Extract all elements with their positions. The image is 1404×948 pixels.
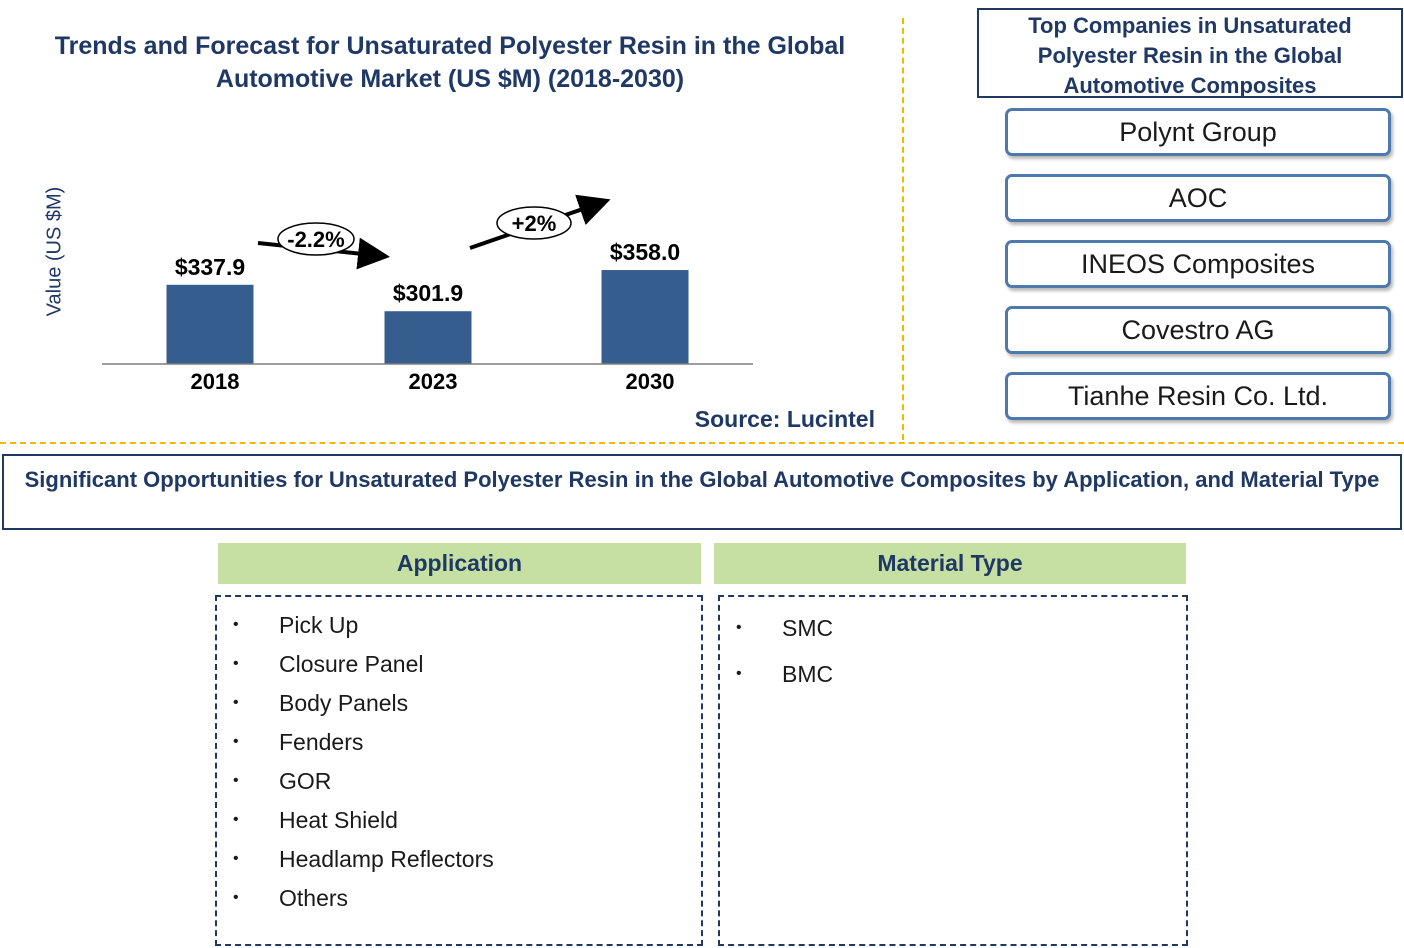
vertical-divider — [902, 18, 904, 440]
bullet-icon: • — [233, 616, 239, 633]
company-box-tianhe: Tianhe Resin Co. Ltd. — [1005, 372, 1391, 420]
application-item-label: GOR — [279, 768, 332, 794]
application-item-label: Body Panels — [279, 690, 409, 716]
material-type-heading: Material Type — [714, 543, 1186, 584]
bar-2018 — [166, 284, 254, 364]
company-box-ineos: INEOS Composites — [1005, 240, 1391, 288]
material-type-item: • SMC — [720, 613, 1186, 659]
growth-bubble-2018-2023 — [277, 222, 355, 256]
bar-chart: $337.9 2018 $301.9 2023 $358.0 2030 -2.2% +2% — [102, 194, 753, 394]
horizontal-divider — [0, 442, 1404, 444]
bullet-icon: • — [233, 694, 239, 711]
bullet-icon: • — [233, 811, 239, 828]
material-type-item-label: BMC — [782, 661, 834, 687]
application-box: • Pick Up • Closure Panel • Body Panels • Fende… — [215, 595, 703, 946]
application-item-label: Closure Panel — [279, 651, 424, 677]
application-item: • Heat Shield — [217, 805, 701, 844]
opportunities-title: Significant Opportunities for Unsaturate… — [2, 454, 1402, 530]
application-item: • Headlamp Reflectors — [217, 844, 701, 883]
value-label-2023: $301.9 — [393, 280, 463, 306]
chart-title: Trends and Forecast for Unsaturated Poly… — [54, 32, 846, 93]
material-type-box: • SMC • BMC — [718, 595, 1188, 946]
x-tick-label-2018: 2018 — [191, 369, 240, 394]
application-item: • Fenders — [217, 727, 701, 766]
application-item: • Closure Panel — [217, 649, 701, 688]
growth-bubble-2023-2030 — [496, 206, 572, 240]
application-item: • Others — [217, 883, 701, 922]
bullet-icon: • — [736, 619, 742, 636]
value-label-2018: $337.9 — [175, 254, 245, 280]
company-box-polynt: Polynt Group — [1005, 108, 1391, 156]
application-list: • Pick Up • Closure Panel • Body Panels • Fende… — [217, 610, 701, 922]
bullet-icon: • — [233, 850, 239, 867]
bar-2030 — [601, 270, 689, 364]
companies-title: Top Companies in Unsaturated Polyester R… — [977, 8, 1403, 98]
application-item: • Body Panels — [217, 688, 701, 727]
x-tick-label-2030: 2030 — [626, 369, 675, 394]
source-label: Source: Lucintel — [694, 406, 875, 432]
application-item: • Pick Up — [217, 610, 701, 649]
material-type-list: • SMC • BMC — [720, 613, 1186, 705]
value-label-2030: $358.0 — [610, 239, 680, 265]
material-type-item: • BMC — [720, 659, 1186, 705]
application-item-label: Fenders — [279, 729, 364, 755]
growth-label-2023-2030: +2% — [512, 211, 557, 236]
application-heading: Application — [218, 543, 701, 584]
bullet-icon: • — [233, 889, 239, 906]
company-box-covestro: Covestro AG — [1005, 306, 1391, 354]
application-item: • GOR — [217, 766, 701, 805]
company-box-aoc: AOC — [1005, 174, 1391, 222]
application-item-label: Pick Up — [279, 612, 359, 638]
material-type-item-label: SMC — [782, 615, 834, 641]
bullet-icon: • — [736, 665, 742, 682]
bullet-icon: • — [233, 772, 239, 789]
x-tick-label-2023: 2023 — [409, 369, 458, 394]
bar-2023 — [384, 311, 472, 364]
bullet-icon: • — [233, 733, 239, 750]
application-item-label: Headlamp Reflectors — [279, 846, 494, 872]
application-item-label: Heat Shield — [279, 807, 398, 833]
bullet-icon: • — [233, 655, 239, 672]
growth-label-2018-2023: -2.2% — [287, 227, 344, 252]
application-item-label: Others — [279, 885, 349, 911]
